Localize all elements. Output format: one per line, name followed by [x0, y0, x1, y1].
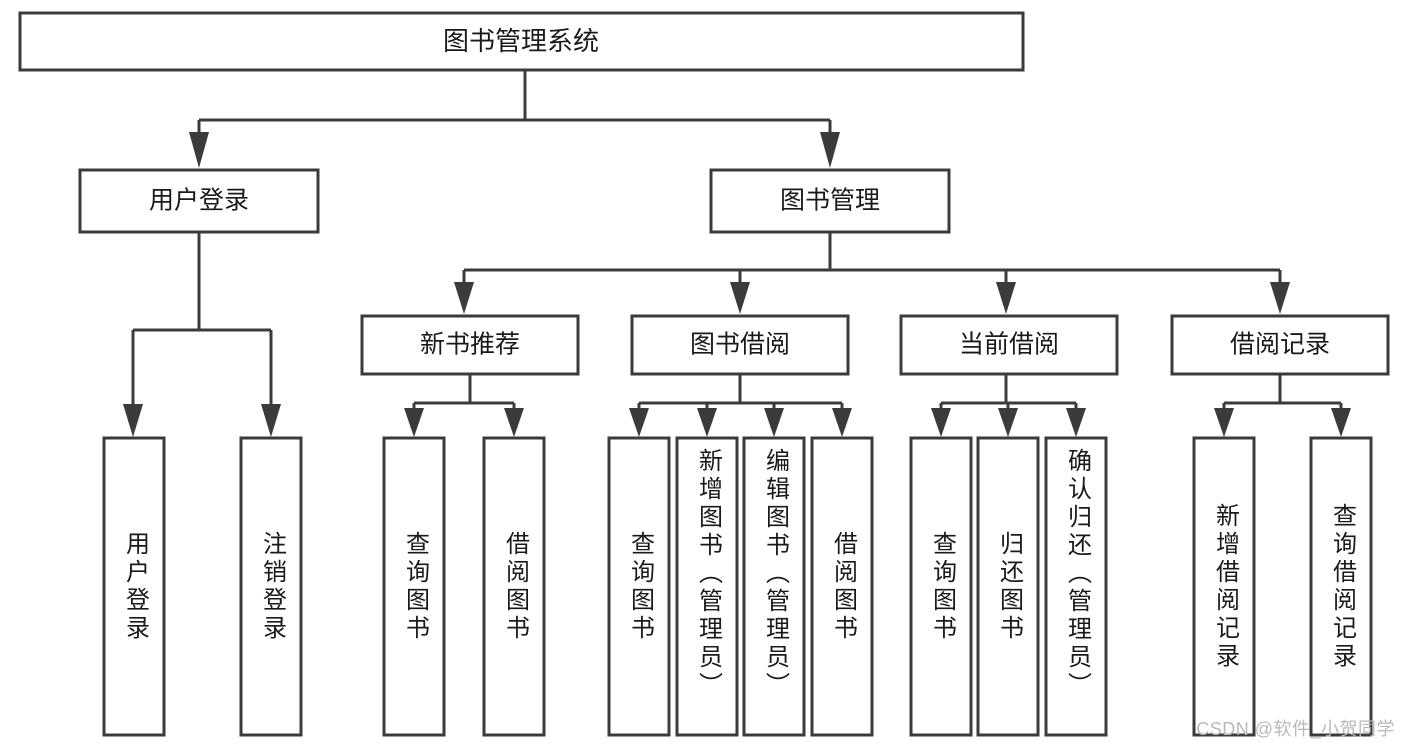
leaf-box-book-borrow-3[interactable]	[742, 436, 806, 737]
node-book-management[interactable]: 图书管理	[709, 168, 951, 234]
leaf-box-new-book-1[interactable]	[382, 436, 446, 737]
leaf-box-current-borrow-3[interactable]	[1044, 436, 1108, 737]
leaf-box-layer	[102, 436, 1373, 737]
leaf-box-borrow-record-1[interactable]	[1192, 436, 1256, 737]
arrow-to-new-book	[454, 282, 474, 314]
node-user-login-box[interactable]	[78, 168, 320, 234]
arrow-leaf-current-borrow-1	[931, 408, 951, 437]
arrow-to-user-login	[189, 132, 209, 168]
node-current-borrow-box[interactable]	[899, 314, 1119, 376]
leaf-box-new-book-2[interactable]	[482, 436, 546, 737]
node-borrow-record[interactable]: 借阅记录	[1170, 314, 1390, 376]
node-book-borrow-box[interactable]	[630, 314, 850, 376]
arrow-leaf-borrow-record-1	[1214, 408, 1234, 437]
leaf-box-book-borrow-1[interactable]	[607, 436, 671, 737]
arrow-leaf-book-borrow-2	[697, 408, 717, 437]
leaf-box-borrow-record-2[interactable]	[1309, 436, 1373, 737]
leaf-box-book-borrow-2[interactable]	[675, 436, 739, 737]
csdn-watermark: CSDN @软件_小贺同学	[1196, 719, 1395, 739]
arrow-to-book-borrow	[730, 282, 750, 314]
leaf-box-book-borrow-4[interactable]	[810, 436, 874, 737]
node-root-system[interactable]: 图书管理系统	[18, 11, 1025, 72]
node-current-borrow-label: 当前借阅	[959, 331, 1059, 359]
node-user-login[interactable]: 用户登录	[78, 168, 320, 234]
node-book-borrow-label: 图书借阅	[690, 331, 790, 359]
node-borrow-record-box[interactable]	[1170, 314, 1390, 376]
arrow-leaf-user-login-2	[261, 404, 281, 437]
node-new-book-recommend-label: 新书推荐	[420, 331, 520, 359]
arrow-leaf-new-book-2	[504, 408, 524, 437]
arrow-leaf-book-borrow-1	[629, 408, 649, 437]
leaf-box-user-login-2[interactable]	[239, 436, 303, 737]
arrow-leaf-user-login-1	[123, 404, 143, 437]
arrow-to-book-mgmt	[820, 132, 840, 168]
arrow-leaf-current-borrow-2	[998, 408, 1018, 437]
node-borrow-record-label: 借阅记录	[1230, 331, 1330, 359]
arrow-leaf-book-borrow-3	[764, 408, 784, 437]
node-root-box[interactable]	[18, 11, 1025, 72]
node-new-book-recommend[interactable]: 新书推荐	[360, 314, 580, 376]
node-user-login-label: 用户登录	[149, 187, 249, 215]
arrow-leaf-current-borrow-3	[1066, 408, 1086, 437]
node-root-label: 图书管理系统	[443, 26, 599, 56]
leaf-box-current-borrow-2[interactable]	[976, 436, 1040, 737]
leaf-box-current-borrow-1[interactable]	[909, 436, 973, 737]
node-current-borrow[interactable]: 当前借阅	[899, 314, 1119, 376]
arrow-leaf-book-borrow-4	[832, 408, 852, 437]
node-book-borrow[interactable]: 图书借阅	[630, 314, 850, 376]
arrow-to-borrow-record	[1270, 282, 1290, 314]
arrow-to-current-borrow	[996, 282, 1016, 314]
node-new-book-recommend-box[interactable]	[360, 314, 580, 376]
node-book-management-box[interactable]	[709, 168, 951, 234]
arrow-leaf-new-book-1	[404, 408, 424, 437]
node-book-management-label: 图书管理	[780, 187, 880, 215]
connector-layer	[123, 70, 1351, 437]
leaf-box-user-login-1[interactable]	[102, 436, 166, 737]
arrow-leaf-borrow-record-2	[1331, 408, 1351, 437]
